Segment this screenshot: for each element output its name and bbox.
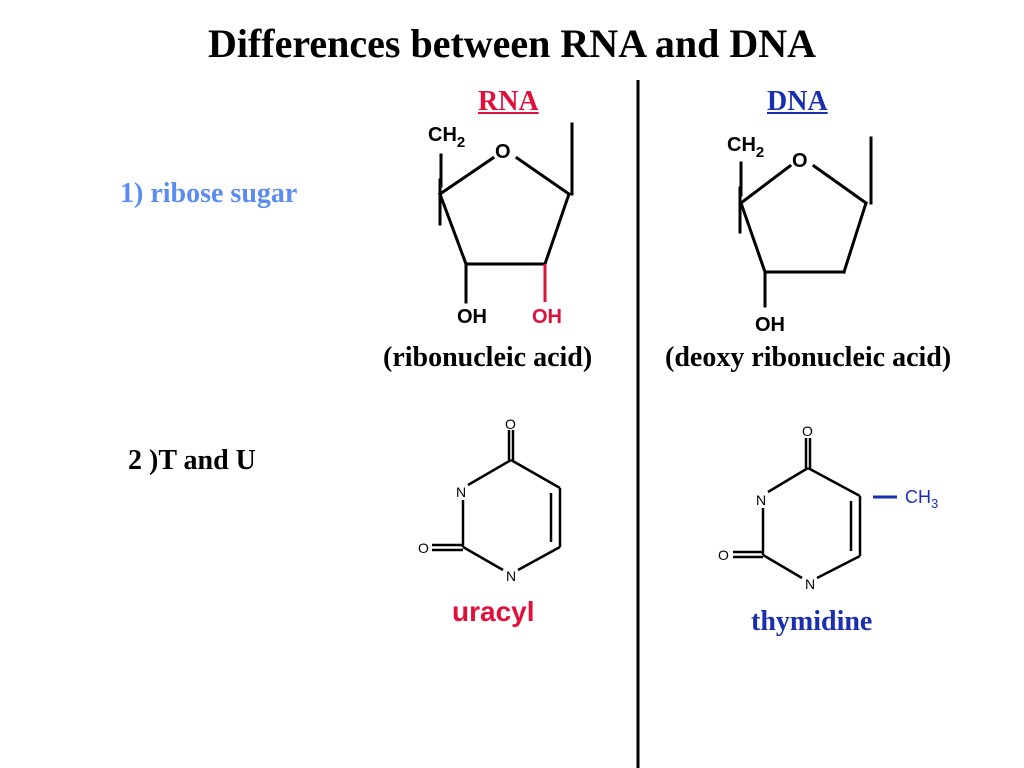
dna-oh: OH — [755, 314, 785, 336]
rna-column-header: RNA — [478, 86, 539, 117]
uracil-name: uracyl — [452, 596, 535, 627]
thymine-name: thymidine — [751, 606, 873, 637]
rna-ribose-structure: O CH2 OH OH — [428, 122, 574, 328]
rna-oh-left: OH — [457, 306, 487, 328]
dna-ch2-label: CH2 — [727, 134, 764, 161]
thymine-o-left: O — [718, 547, 729, 563]
rna-caption: (ribonucleic acid) — [383, 342, 593, 373]
uracil-n-bottom: N — [506, 568, 516, 584]
uracil-o-left: O — [418, 540, 429, 556]
uracil-o-top: O — [505, 416, 516, 432]
uracil-n-left: N — [456, 484, 466, 500]
thymine-structure: O N O N CH3 — [718, 423, 938, 592]
dna-caption: (deoxy ribonucleic acid) — [665, 342, 952, 373]
row-label-ribose-sugar: 1) ribose sugar — [120, 178, 298, 209]
rna-oh-right: OH — [532, 306, 562, 328]
rna-ring-oxygen: O — [495, 141, 511, 163]
row-label-t-and-u: 2 )T and U — [128, 445, 256, 476]
thymine-n-bottom: N — [805, 576, 815, 592]
dna-deoxyribose-structure: O CH2 OH — [727, 134, 873, 336]
dna-column-header: DNA — [767, 86, 828, 117]
dna-ring-oxygen: O — [792, 150, 808, 172]
thymine-o-top: O — [802, 423, 813, 439]
rna-ch2-label: CH2 — [428, 124, 465, 151]
slide-title: Differences between RNA and DNA — [207, 21, 817, 66]
thymine-ch3-label: CH3 — [905, 487, 938, 511]
thymine-n-left: N — [756, 492, 766, 508]
uracil-structure: O N O N — [418, 416, 562, 584]
